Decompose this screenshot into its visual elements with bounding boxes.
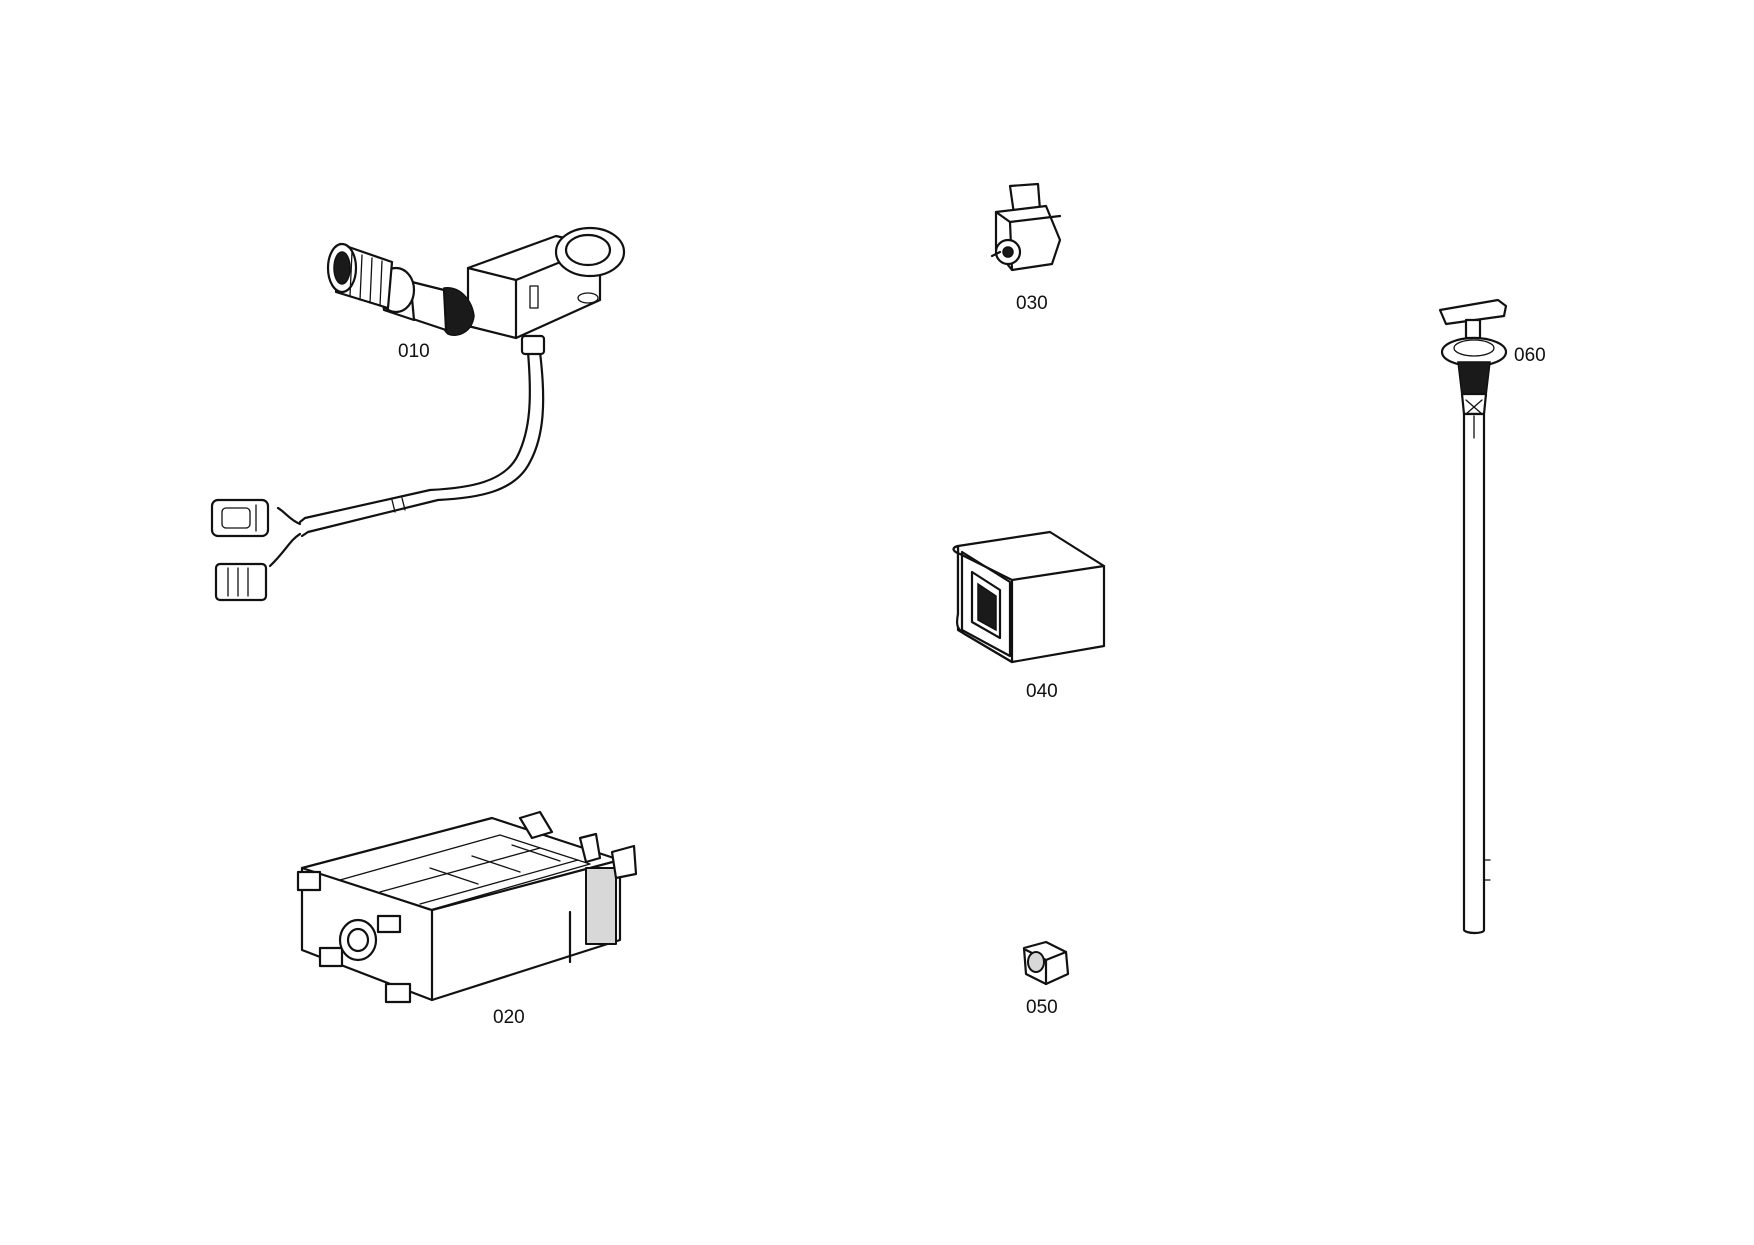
part-label-030: 030 [1016,293,1048,314]
hex-nut-icon [1022,940,1070,986]
joystick-cable-icon [210,226,626,602]
dipstick-icon [1438,298,1508,935]
sensor-icon [990,182,1062,272]
part-label-060: 060 [1514,345,1546,366]
rubber-block-icon [952,530,1106,664]
part-label-010: 010 [398,341,430,362]
control-unit-icon [296,810,638,1004]
part-label-020: 020 [493,1007,525,1028]
part-label-040: 040 [1026,681,1058,702]
part-label-050: 050 [1026,997,1058,1018]
